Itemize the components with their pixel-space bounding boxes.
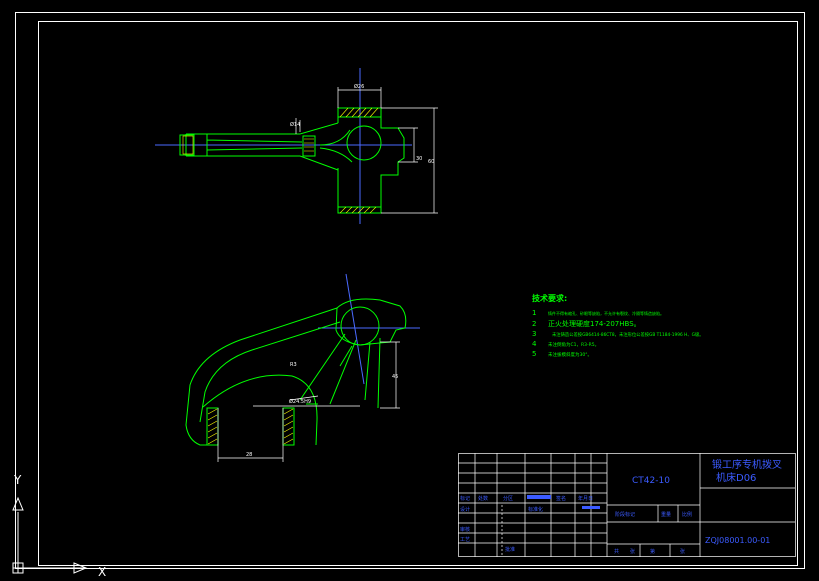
top-view-bottom-cap-hatch bbox=[339, 206, 377, 214]
part-name-line-2: 机床D06 bbox=[716, 471, 756, 484]
top-view-left-boss bbox=[179, 134, 195, 156]
top-view-bore bbox=[346, 125, 382, 161]
notes-item-2-num: 2 bbox=[532, 320, 536, 328]
notes-item-5-num: 5 bbox=[532, 350, 536, 358]
title-block-marker-1 bbox=[527, 495, 551, 499]
label-stage-mark: 阶段标记 bbox=[615, 511, 635, 518]
notes-item-4-text: 未注倒角为C1，R3-R5。 bbox=[548, 341, 599, 348]
front-view-hook-outer bbox=[185, 307, 338, 446]
title-block-marker-2 bbox=[582, 506, 600, 509]
front-view-left-tip-hatch bbox=[207, 408, 218, 445]
front-view-dim-1: R3 bbox=[290, 362, 297, 368]
top-view-dim-3: 30 bbox=[416, 156, 422, 162]
top-view-dim-lines bbox=[295, 87, 438, 214]
label-design: 设计 bbox=[460, 506, 470, 513]
part-name-line-1: 锻工序专机拨叉 bbox=[712, 458, 782, 471]
top-view-arm bbox=[185, 122, 339, 171]
top-view-left-boss-hatch bbox=[182, 135, 194, 155]
notes-item-4-num: 4 bbox=[532, 340, 537, 348]
label-scale: 比例 bbox=[682, 511, 692, 518]
front-view: R3 28 Ø24.5H9 45 bbox=[185, 273, 420, 462]
front-view-dim-4: 45 bbox=[392, 374, 398, 380]
label-sheet-unit-2: 张 bbox=[680, 548, 685, 555]
notes-item-1-num: 1 bbox=[532, 309, 536, 317]
front-view-fork-arc bbox=[202, 374, 318, 446]
top-view: Ø26 Ø14 30 60 bbox=[155, 68, 438, 224]
front-view-dim-3: Ø24.5H9 bbox=[289, 398, 311, 405]
technical-notes: 技术要求: 1 铸件不得有缩孔、砂眼等缺陷，不允许有裂纹、冷隔等铸造缺陷。 2 … bbox=[532, 293, 704, 358]
label-mark: 标记 bbox=[460, 495, 470, 502]
label-standardize: 标准化 bbox=[528, 506, 543, 513]
label-approve: 批准 bbox=[505, 546, 515, 553]
label-count: 处数 bbox=[478, 495, 488, 502]
top-view-bore-rib bbox=[319, 129, 353, 163]
notes-item-2-text: 正火处理硬度174-207HBS。 bbox=[548, 319, 641, 328]
front-view-hub bbox=[335, 298, 407, 346]
inner-border bbox=[38, 21, 798, 566]
front-view-dim-lines bbox=[217, 341, 400, 462]
label-process: 工艺 bbox=[460, 537, 470, 543]
doc-number: ZQJ08001.00-01 bbox=[705, 536, 770, 545]
ucs-icon bbox=[12, 496, 88, 574]
label-sheet-unit: 张 bbox=[630, 548, 635, 555]
notes-item-3-text: 未注铸造公差按GB6414-86CT8，未注形位公差按GB T1184-1996… bbox=[552, 331, 704, 338]
front-view-center-line-diagonal bbox=[345, 273, 365, 385]
top-view-dim-1: Ø26 bbox=[354, 83, 364, 90]
ucs-y-arrow-icon bbox=[12, 496, 24, 511]
ucs-x-label: X bbox=[98, 565, 106, 579]
top-view-top-cap-hatch bbox=[339, 107, 379, 118]
top-view-top-cap bbox=[337, 107, 382, 118]
top-view-bottom-cap bbox=[337, 206, 382, 214]
outer-border bbox=[15, 12, 805, 569]
revision-grid bbox=[458, 453, 608, 557]
label-date: 年月日 bbox=[578, 495, 593, 502]
label-sheet-total: 共 bbox=[614, 548, 619, 555]
front-view-dim-2: 28 bbox=[246, 452, 252, 458]
notes-item-1-text: 铸件不得有缩孔、砂眼等缺陷，不允许有裂纹、冷隔等铸造缺陷。 bbox=[548, 310, 664, 316]
title-block bbox=[458, 453, 796, 557]
title-block-text: CT42-10 锻工序专机拨叉 机床D06 ZQJ08001.00-01 标记 … bbox=[460, 458, 782, 555]
label-weight: 重量 bbox=[661, 511, 671, 518]
front-view-ribs bbox=[299, 333, 381, 409]
top-view-mid-boss bbox=[302, 135, 316, 157]
front-view-arm-inner bbox=[199, 321, 341, 423]
label-zone: 分区 bbox=[503, 495, 513, 502]
title-middle-lines bbox=[607, 453, 795, 557]
label-review: 审核 bbox=[460, 526, 470, 533]
title-block-frame bbox=[458, 453, 796, 557]
top-view-dim-2: Ø14 bbox=[290, 121, 300, 128]
notes-item-5-text: 未注拔模斜度为30°。 bbox=[548, 351, 592, 358]
front-view-bore bbox=[340, 306, 380, 346]
notes-item-3-num: 3 bbox=[532, 330, 536, 338]
top-view-dim-4: 60 bbox=[428, 159, 434, 165]
ucs-y-label: Y bbox=[13, 473, 22, 487]
label-sheet-this: 第 bbox=[650, 548, 655, 555]
front-view-right-tip-hatch bbox=[283, 408, 294, 445]
drawing-code: CT42-10 bbox=[632, 476, 670, 486]
top-view-body bbox=[337, 107, 405, 214]
notes-heading: 技术要求: bbox=[532, 293, 567, 303]
top-view-mid-boss-hatch bbox=[304, 138, 314, 152]
label-signature: 签名 bbox=[556, 495, 566, 502]
ucs-x-arrow-icon bbox=[73, 562, 88, 574]
